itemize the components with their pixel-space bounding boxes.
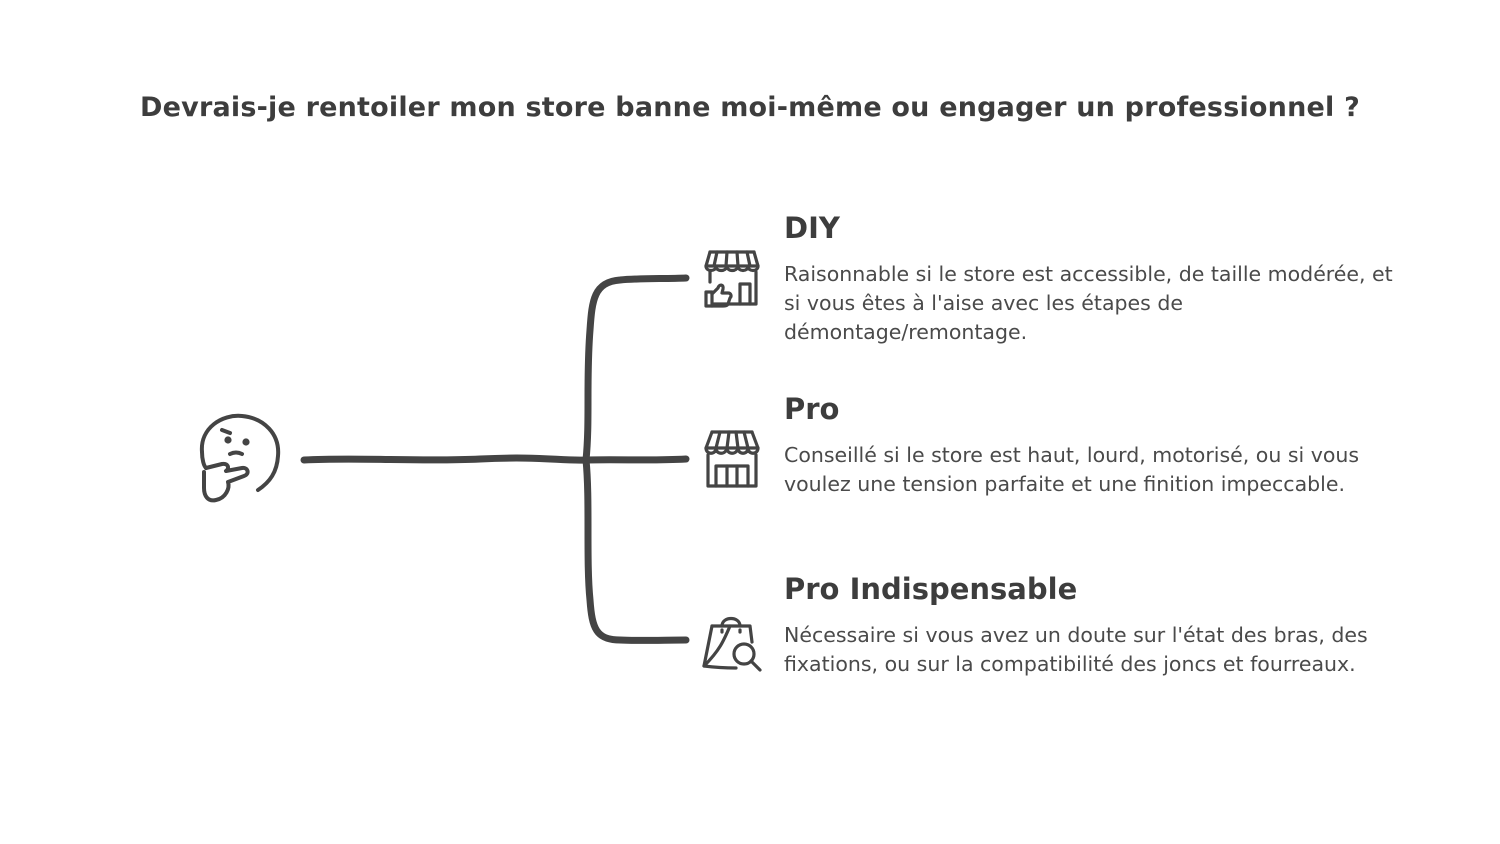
thinking-face-icon: [199, 413, 281, 503]
branch-line-diy: [582, 274, 690, 464]
option-pro-indispensable: Pro Indispensable Nécessaire si vous ave…: [784, 571, 1414, 679]
option-title-diy: DIY: [784, 211, 840, 245]
option-pro: Pro Conseillé si le store est haut, lour…: [784, 391, 1414, 499]
shopping-bag-search-icon: [702, 616, 762, 672]
trunk-line: [300, 454, 590, 464]
option-description-diy: Raisonnable si le store est accessible, …: [784, 262, 1393, 344]
branch-line-pro: [582, 455, 690, 464]
storefront-thumbs-up-icon: [704, 250, 760, 308]
storefront-icon: [704, 430, 760, 488]
option-diy: DIY Raisonnable si le store est accessib…: [784, 210, 1414, 347]
option-description-pro-indispensable: Nécessaire si vous avez un doute sur l'é…: [784, 623, 1368, 676]
branch-line-pro-indispensable: [582, 456, 690, 644]
option-description-pro: Conseillé si le store est haut, lourd, m…: [784, 443, 1360, 496]
diagram-title: Devrais-je rentoiler mon store banne moi…: [140, 92, 1360, 123]
option-title-pro: Pro: [784, 392, 840, 426]
option-title-pro-indispensable: Pro Indispensable: [784, 572, 1078, 606]
